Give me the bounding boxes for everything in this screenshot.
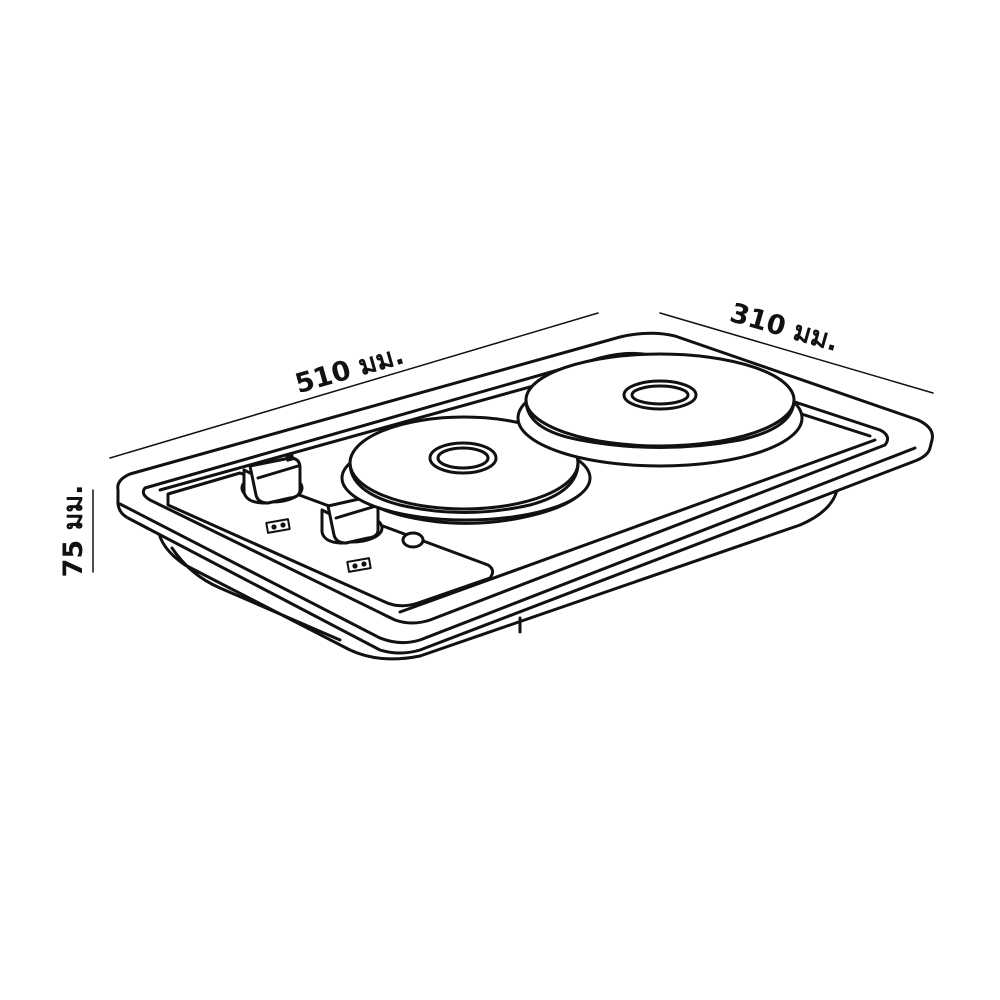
left-burner-indicator-icon — [265, 518, 291, 534]
depth-dimension-line — [659, 312, 934, 394]
right-burner-indicator-icon — [346, 557, 372, 573]
right-control-knob[interactable] — [320, 493, 384, 545]
control-panel — [166, 471, 495, 608]
left-control-knob[interactable] — [240, 454, 304, 505]
small-hotplate — [340, 415, 592, 525]
large-hotplate — [516, 352, 804, 468]
width-dimension-label: 510 มม. — [292, 340, 408, 401]
width-dimension-line — [109, 312, 599, 459]
height-dimension-label: 75 มม. — [58, 485, 89, 578]
power-indicator-light — [401, 531, 425, 549]
